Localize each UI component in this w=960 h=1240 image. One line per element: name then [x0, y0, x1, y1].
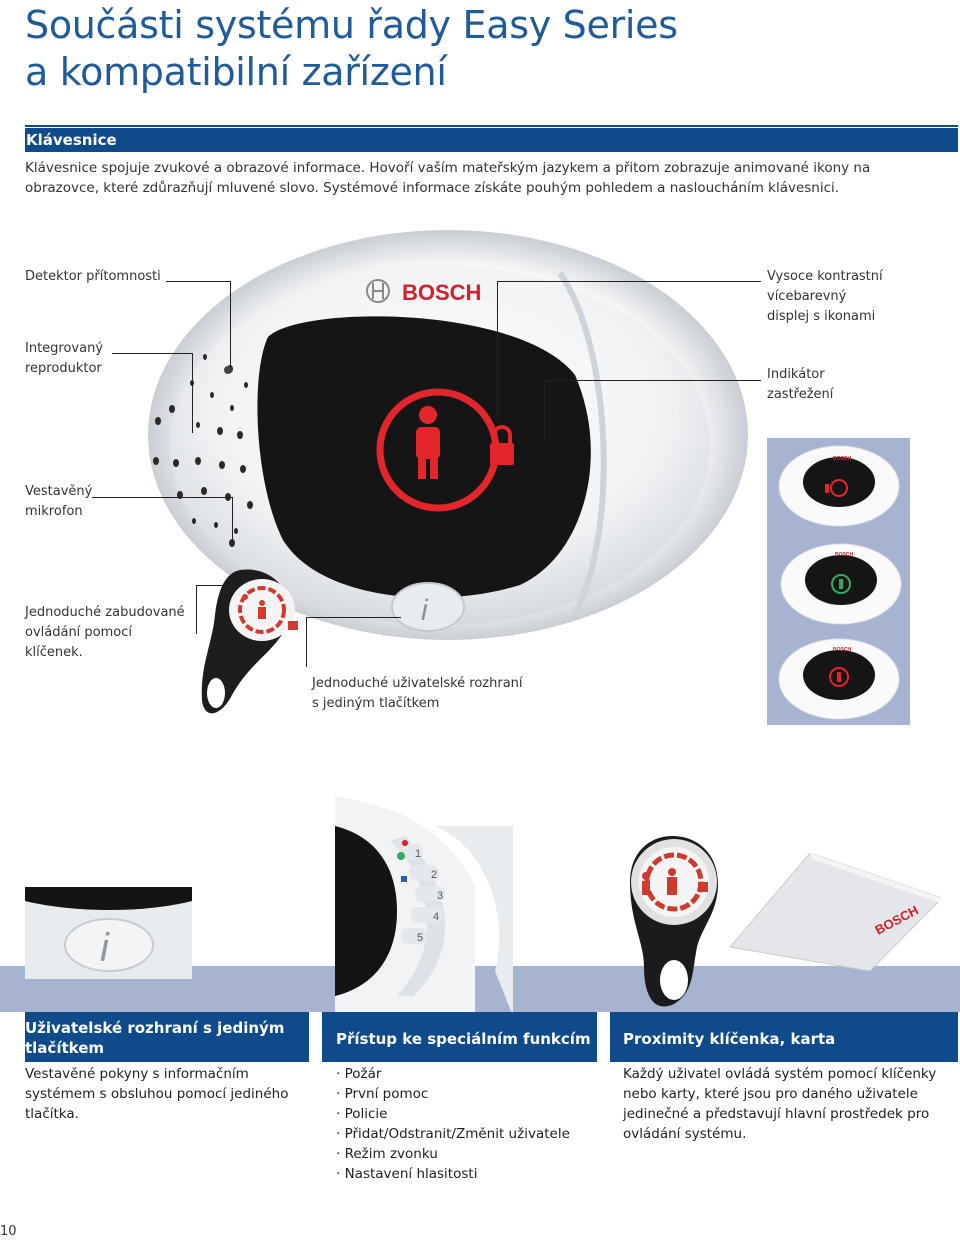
- svg-text:BOSCH: BOSCH: [835, 552, 853, 558]
- police-icon: [401, 876, 407, 882]
- bosch-logo-text: BOSCH: [402, 280, 481, 305]
- label-speaker-line-1: Integrovaný: [25, 341, 104, 356]
- list-item: · Požár: [336, 1066, 382, 1082]
- label-indicator-line-1: Indikátor: [767, 367, 825, 382]
- page-title: Součásti systému řady Easy Series a komp…: [25, 2, 678, 96]
- menu-item-2: 2: [431, 869, 437, 881]
- column-body-special-functions: · Požár · První pomoc · Policie · Přidat…: [336, 1064, 598, 1184]
- leader-line: [192, 353, 193, 433]
- fire-icon: [402, 840, 408, 846]
- svg-text:BOSCH: BOSCH: [833, 647, 851, 653]
- list-item: · Policie: [336, 1106, 388, 1122]
- leader-line: [166, 281, 230, 282]
- label-arming-indicator: Indikátor zastřežení: [767, 365, 833, 405]
- label-speaker-line-2: reproduktor: [25, 361, 102, 376]
- label-fob-line-3: klíčenek.: [25, 645, 83, 660]
- svg-text:i: i: [100, 926, 110, 970]
- page-number: 10: [0, 1224, 17, 1239]
- list-item: · První pomoc: [336, 1086, 429, 1102]
- keypad-menu-closeup: 1 2 3 4 5: [335, 796, 513, 1016]
- leader-line: [497, 281, 761, 282]
- label-display-line-1: Vysoce kontrastní vícebarevný: [767, 269, 883, 304]
- menu-item-3: 3: [437, 890, 443, 902]
- label-mic-line-2: mikrofon: [25, 504, 83, 519]
- leader-line: [196, 585, 197, 633]
- label-display: Vysoce kontrastní vícebarevný displej s …: [767, 267, 960, 327]
- column-body-proximity: Každý uživatel ovládá systém pomocí klíč…: [623, 1064, 953, 1144]
- column-heading-1-line-2: tlačítkem: [25, 1039, 105, 1057]
- leader-line: [92, 497, 232, 498]
- label-ui-line-1: Jednoduché uživatelské rozhraní: [312, 676, 523, 691]
- leader-line: [230, 281, 231, 369]
- menu-item-5: 5: [417, 932, 423, 944]
- label-speaker: Integrovaný reproduktor: [25, 339, 103, 379]
- leader-line: [544, 380, 761, 381]
- column-1-line: systémem s obsluhou pomocí jediného: [25, 1086, 289, 1102]
- leader-line: [544, 380, 545, 443]
- column-body-single-button: Vestavěné pokyny s informačním systémem …: [25, 1064, 310, 1124]
- label-mic-line-1: Vestavěný: [25, 484, 93, 499]
- column-heading-1-line-1: Uživatelské rozhraní s jediným: [25, 1019, 285, 1037]
- title-line-1: Součásti systému řady Easy Series: [25, 3, 678, 47]
- column-3-line: nebo karty, které jsou pro daného uživat…: [623, 1086, 918, 1102]
- keyfob-closeup: [630, 836, 718, 1007]
- keypad-illustration: BOSCH i: [148, 230, 748, 714]
- leader-line: [497, 281, 498, 421]
- title-line-2: a kompatibilní zařízení: [25, 50, 447, 94]
- bosch-logo: BOSCH: [366, 279, 481, 305]
- label-ui-line-2: s jediným tlačítkem: [312, 696, 440, 711]
- leader-line: [232, 497, 233, 544]
- leader-line: [196, 585, 234, 586]
- label-display-line-2: displej s ikonami: [767, 309, 876, 324]
- label-presence-detector: Detektor přítomnosti: [25, 269, 161, 284]
- lock-icon: [490, 443, 514, 465]
- column-1-line: Vestavěné pokyny s informačním: [25, 1066, 249, 1082]
- column-heading-single-button: Uživatelské rozhraní s jediným tlačítkem: [25, 1012, 309, 1062]
- menu-item-4: 4: [433, 911, 439, 923]
- person-icon: [419, 406, 437, 424]
- proximity-card: BOSCH: [730, 853, 942, 972]
- svg-text:BOSCH: BOSCH: [833, 456, 851, 462]
- leader-line: [306, 617, 307, 667]
- leader-line: [196, 633, 197, 634]
- label-single-button-ui: Jednoduché uživatelské rozhraní s jediný…: [312, 674, 523, 714]
- label-fob-line-2: ovládání pomocí: [25, 625, 133, 640]
- label-indicator-line-2: zastřežení: [767, 387, 834, 402]
- info-button-closeup: i: [25, 887, 192, 979]
- label-fob-line-1: Jednoduché zabudované: [25, 605, 185, 620]
- list-item: · Režim zvonku: [336, 1146, 438, 1162]
- leader-line: [112, 353, 192, 354]
- keypad-variants: BOSCH BOSCH BOSCH: [778, 445, 902, 720]
- column-1-line: tlačítka.: [25, 1106, 79, 1122]
- label-microphone: Vestavěný mikrofon: [25, 482, 92, 522]
- column-3-line: ovládání systému.: [623, 1126, 747, 1142]
- menu-item-1: 1: [415, 848, 421, 860]
- intro-paragraph: Klávesnice spojuje zvukové a obrazové in…: [25, 160, 871, 196]
- svg-text:i: i: [421, 594, 429, 627]
- column-3-line: Každý uživatel ovládá systém pomocí klíč…: [623, 1066, 937, 1082]
- list-item: · Nastavení hlasitosti: [336, 1166, 478, 1182]
- list-item: · Přidat/Odstranit/Změnit uživatele: [336, 1126, 570, 1142]
- section-header-keypad: Klávesnice: [25, 125, 958, 152]
- first-aid-icon: [397, 852, 405, 860]
- column-heading-special-functions: Přístup ke speciálním funkcím: [322, 1012, 597, 1062]
- column-3-line: jedinečné a představují hlavní prostřede…: [623, 1106, 930, 1122]
- column-heading-proximity: Proximity klíčenka, karta: [610, 1012, 958, 1062]
- info-button[interactable]: [391, 582, 465, 632]
- leader-line: [306, 617, 401, 618]
- label-keyfob: Jednoduché zabudované ovládání pomocí kl…: [25, 603, 185, 663]
